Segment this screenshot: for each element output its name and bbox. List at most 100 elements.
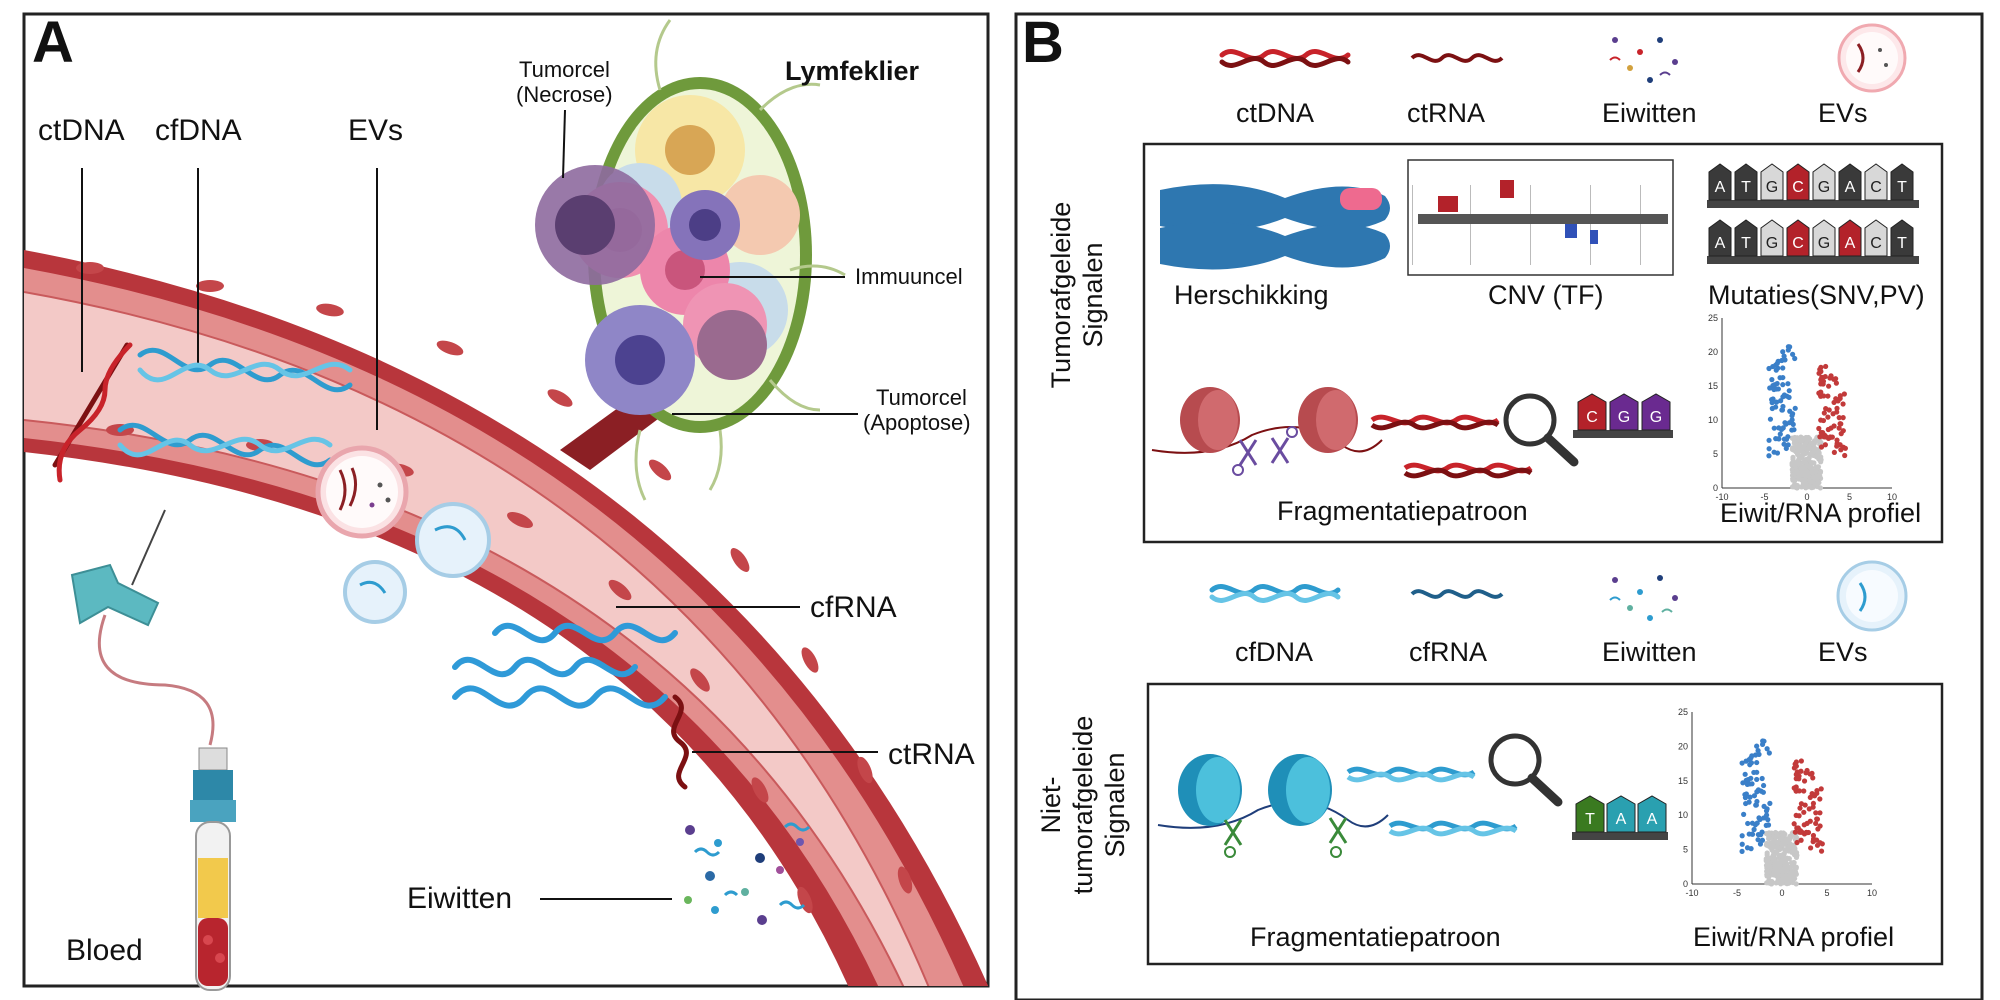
volcano-point (1774, 845, 1780, 851)
volcano-point (1837, 395, 1843, 401)
label-ctrna-b: ctRNA (1407, 98, 1485, 128)
volcano-point (1801, 822, 1807, 828)
label-cfdna-b: cfDNA (1235, 637, 1313, 667)
volcano-point (1813, 468, 1819, 474)
volcano-point (1821, 410, 1827, 416)
volcano-point (1773, 386, 1779, 392)
seq-tag (1760, 219, 1784, 257)
motif-tumor (1573, 430, 1673, 438)
seq-tag (1838, 163, 1862, 201)
volcano-point (1816, 425, 1822, 432)
volcano-point (1754, 776, 1760, 783)
volcano-point (1773, 399, 1780, 405)
volcano-point (1817, 469, 1823, 476)
seq-tag (1864, 219, 1888, 257)
motif-letter: C (1586, 409, 1598, 426)
volcano-point (1777, 853, 1783, 859)
volcano-point (1817, 810, 1823, 816)
volcano-point (1791, 785, 1797, 791)
motif-letter: A (1647, 811, 1658, 828)
volcano-point (1773, 362, 1779, 368)
chromosome-icon (1160, 184, 1390, 270)
volcano-point (1773, 833, 1779, 839)
volcano-point (1796, 476, 1802, 482)
volcano-point (1823, 363, 1829, 370)
volcano-point (1780, 382, 1786, 388)
volcano-point (1808, 845, 1814, 851)
volcano-ytick: 0 (1683, 879, 1688, 889)
volcano-point (1793, 763, 1799, 769)
tumor-icon-row (1219, 23, 1907, 93)
volcano-point (1776, 436, 1782, 442)
volcano-point (1749, 831, 1756, 837)
panel-b: B ctDNA ctRNA Eiwitten (1014, 10, 1984, 1000)
volcano-point (1826, 383, 1832, 389)
fragments-nontumor (1346, 733, 1563, 837)
label-eiwitten-b-tumor: Eiwitten (1602, 98, 1697, 128)
volcano-point (1780, 365, 1786, 371)
label-cfdna-a: cfDNA (155, 114, 242, 147)
volcano-xtick: 5 (1847, 492, 1852, 502)
volcano-point (1796, 456, 1802, 462)
volcano-point (1786, 856, 1792, 862)
volcano-point (1811, 441, 1817, 447)
motif-tag (1637, 795, 1667, 833)
volcano-point (1814, 816, 1821, 822)
volcano-point (1828, 373, 1834, 379)
cfrna-icon (1410, 589, 1504, 599)
volcano-ytick: 10 (1708, 415, 1718, 425)
volcano-point (1764, 880, 1770, 886)
volcano-point (1790, 476, 1796, 482)
volcano-point (1817, 485, 1823, 491)
volcano-point (1793, 759, 1799, 765)
volcano-point (1794, 775, 1801, 781)
volcano-point (1759, 829, 1765, 835)
seq-letter: A (1845, 235, 1856, 252)
proteins-a (684, 822, 811, 925)
nucleosomes-nontumor (1157, 754, 1389, 858)
label-tumor-side-1: Tumorafgeleide (1046, 202, 1076, 389)
volcano-point (1781, 353, 1787, 359)
volcano-point (1760, 782, 1767, 789)
volcano-point (1767, 385, 1773, 391)
volcano-ytick: 15 (1708, 381, 1718, 391)
volcano-point (1797, 461, 1803, 467)
volcano-point (1789, 413, 1795, 419)
volcano-point (1842, 452, 1848, 459)
volcano-point (1769, 397, 1775, 403)
volcano-point (1754, 820, 1760, 826)
volcano-point (1821, 393, 1827, 399)
label-evs-b-tumor: EVs (1818, 98, 1868, 128)
volcano-point (1755, 837, 1761, 843)
label-ctdna-b: ctDNA (1236, 98, 1314, 128)
volcano-point (1810, 775, 1816, 781)
volcano-point (1742, 771, 1748, 777)
volcano-point (1789, 842, 1795, 848)
label-profiel-nontumor: Eiwit/RNA profiel (1693, 922, 1894, 952)
volcano-point (1815, 451, 1821, 457)
volcano-point (1840, 401, 1846, 407)
volcano-point (1819, 380, 1825, 386)
blood-tube (70, 509, 236, 991)
volcano-point (1775, 358, 1781, 364)
panel-a: Lymfeklier Tumorcel (Necrose) Immuuncel … (22, 10, 990, 991)
volcano-point (1810, 800, 1817, 807)
fragments-tumor (1370, 393, 1579, 479)
ctdna-helix-a (52, 342, 133, 483)
motif-letter: G (1650, 409, 1662, 426)
eiwitten-icon-tumor (1609, 37, 1678, 83)
volcano-point (1809, 791, 1815, 797)
seq-letter: C (1870, 179, 1882, 196)
seq-letter: A (1715, 235, 1726, 252)
volcano-point (1807, 771, 1813, 777)
volcano-xtick: -5 (1733, 888, 1741, 898)
label-fragmentatie-nontumor: Fragmentatiepatroon (1250, 922, 1501, 952)
volcano-point (1818, 364, 1824, 370)
volcano-point (1767, 835, 1773, 841)
ctrna-icon (1410, 53, 1504, 63)
volcano-point (1766, 750, 1772, 756)
volcano-point (1764, 852, 1770, 858)
